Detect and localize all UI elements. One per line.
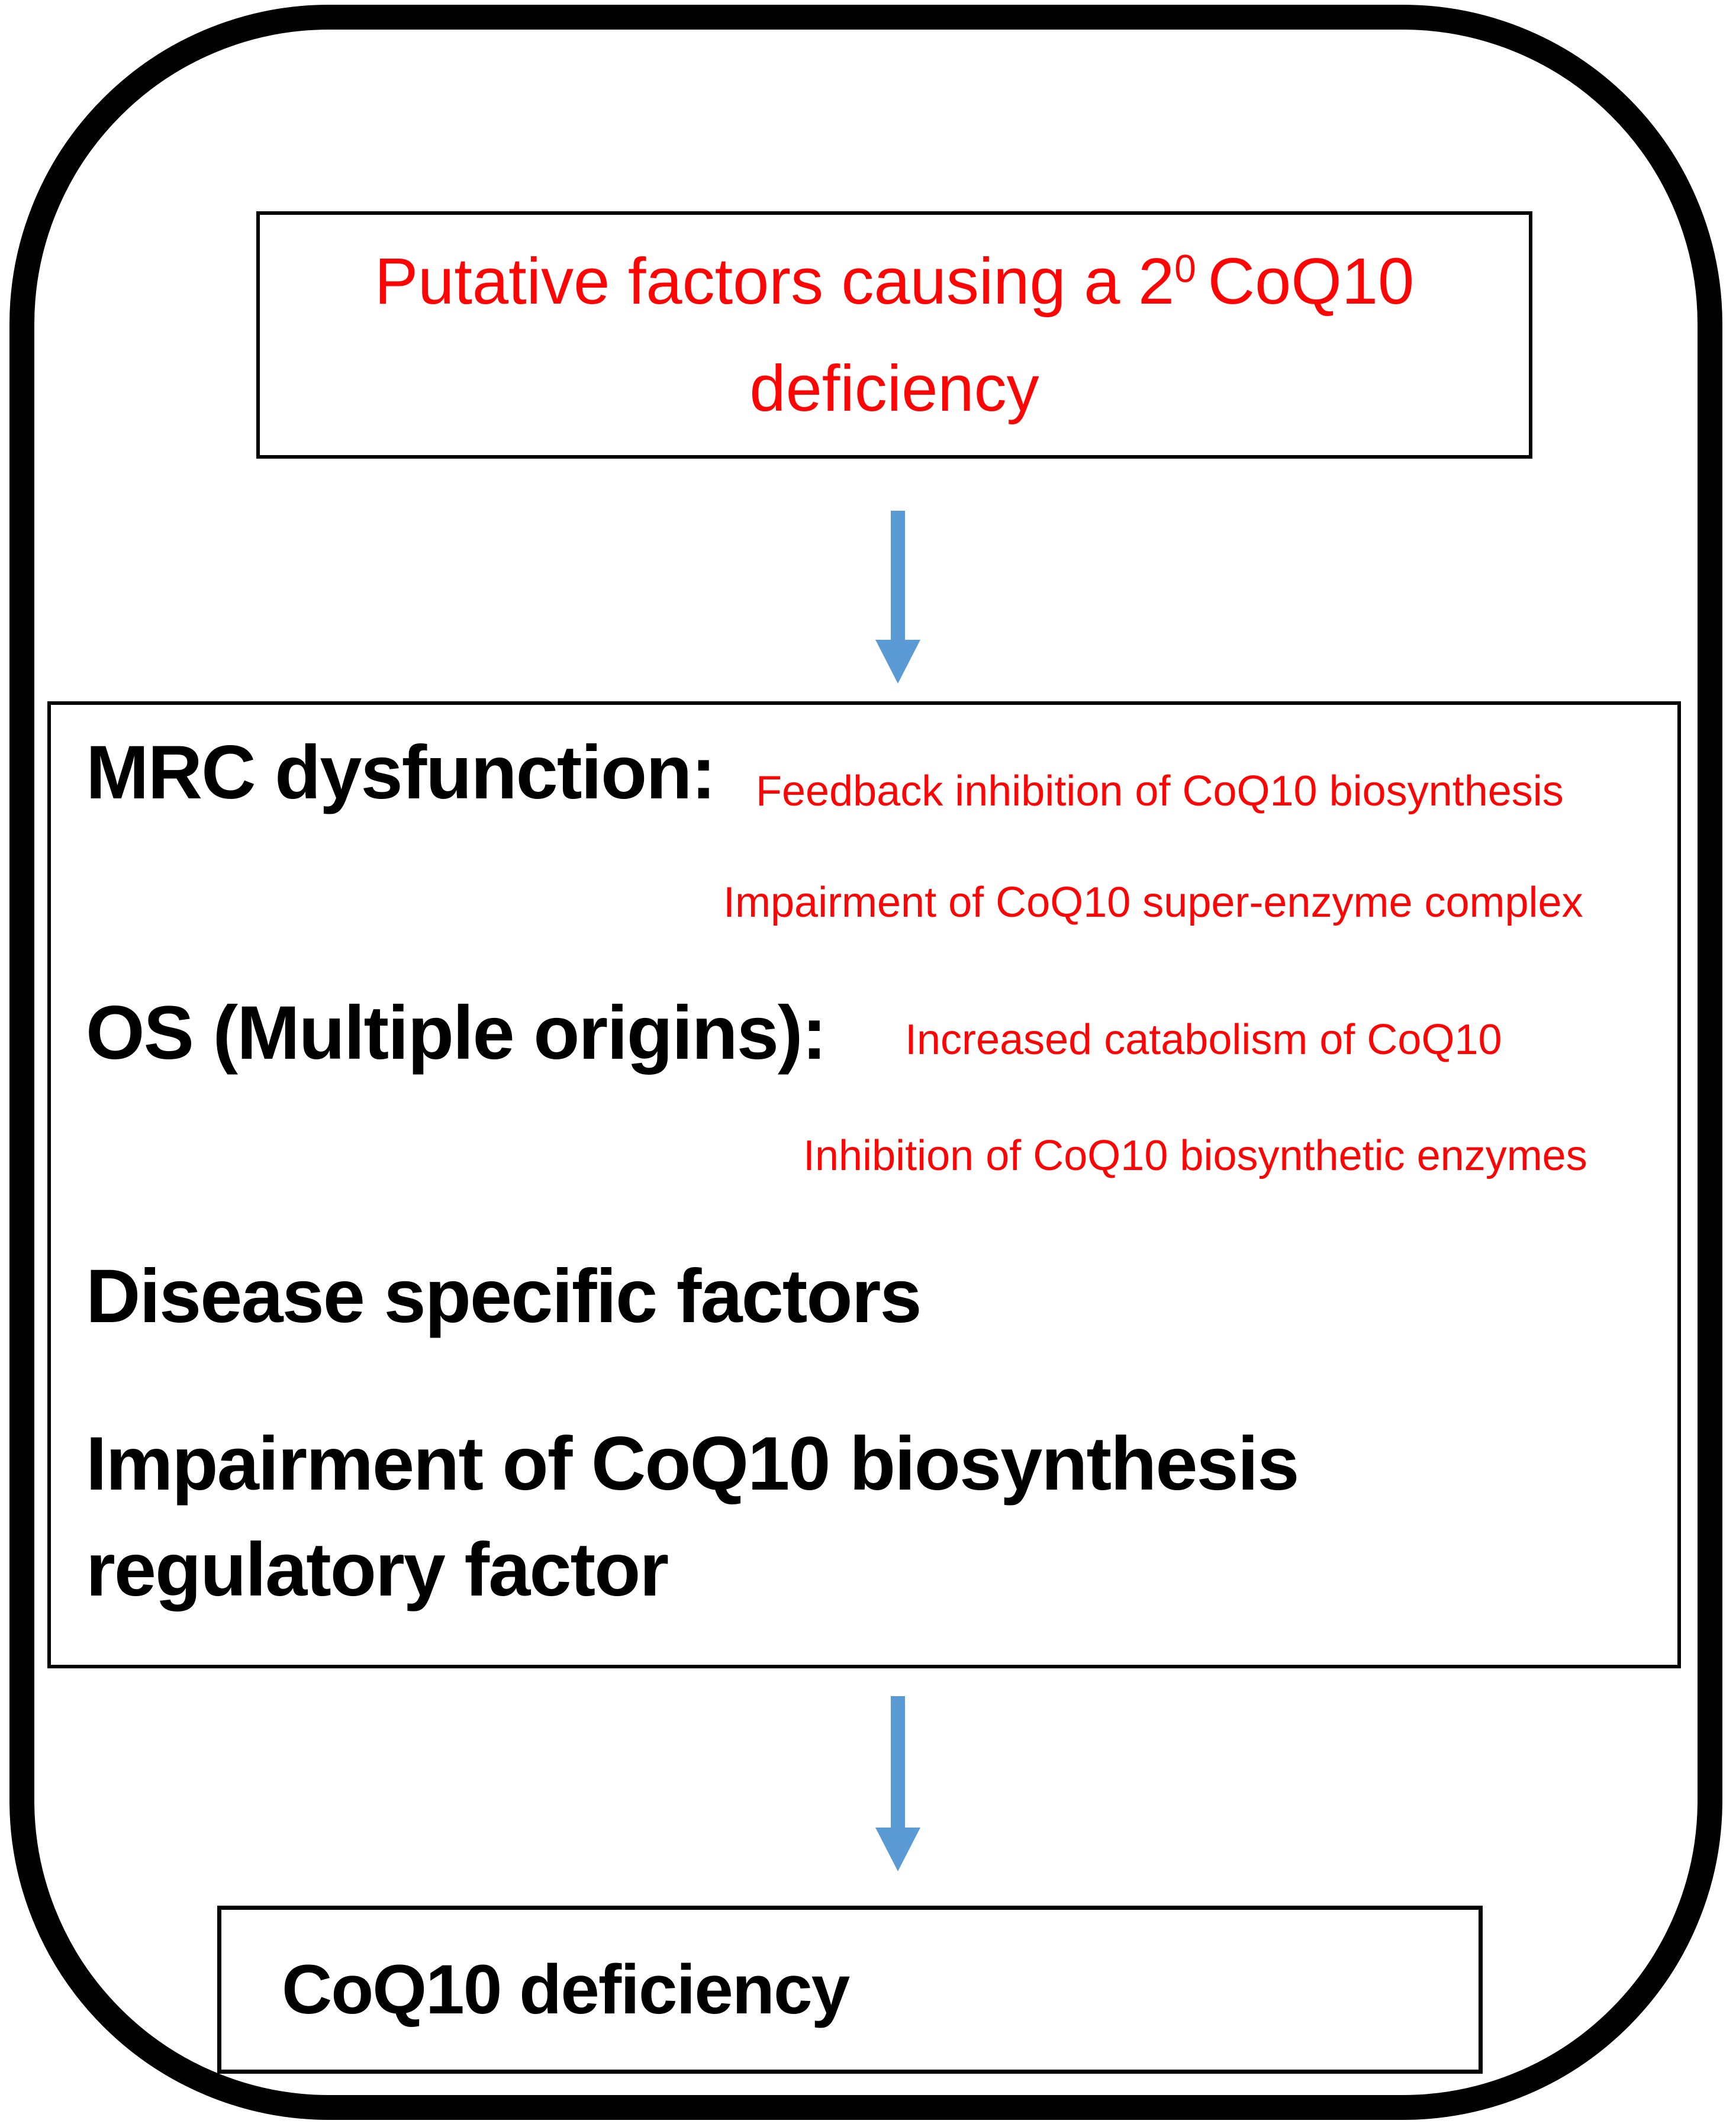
arrow-head bbox=[875, 640, 920, 684]
red-super-enzyme-impairment: Impairment of CoQ10 super-enzyme complex bbox=[723, 879, 1583, 926]
superscript-zero: 0 bbox=[1174, 246, 1196, 291]
down-arrow-icon bbox=[875, 511, 920, 684]
arrow-head bbox=[875, 1828, 920, 1871]
factors-detail-box: MRC dysfunction: Feedback inhibition of … bbox=[47, 701, 1681, 1668]
down-arrow-icon bbox=[875, 1696, 920, 1871]
coq10-deficiency-box: CoQ10 deficiency bbox=[217, 1906, 1483, 2074]
putative-factors-text-suffix: CoQ10 bbox=[1207, 244, 1415, 318]
heading-regulatory-factor: regulatory factor bbox=[86, 1527, 669, 1612]
coq10-deficiency-label: CoQ10 deficiency bbox=[282, 1951, 850, 2029]
heading-mrc-dysfunction: MRC dysfunction: bbox=[86, 730, 716, 815]
heading-os-multiple-origins: OS (Multiple origins): bbox=[86, 991, 827, 1075]
red-feedback-inhibition: Feedback inhibition of CoQ10 biosynthesi… bbox=[756, 768, 1564, 815]
putative-factors-line2: deficiency bbox=[749, 352, 1039, 425]
heading-disease-specific-factors: Disease specific factors bbox=[86, 1254, 922, 1339]
red-inhibition-biosynthetic-enzymes: Inhibition of CoQ10 biosynthetic enzymes bbox=[803, 1132, 1587, 1179]
arrow-shaft bbox=[891, 511, 905, 641]
heading-impairment-biosynthesis: Impairment of CoQ10 biosynthesis bbox=[86, 1422, 1299, 1506]
arrow-shaft bbox=[891, 1696, 905, 1829]
putative-factors-text-prefix: Putative factors causing a 2 bbox=[374, 244, 1175, 318]
red-increased-catabolism: Increased catabolism of CoQ10 bbox=[905, 1016, 1502, 1064]
